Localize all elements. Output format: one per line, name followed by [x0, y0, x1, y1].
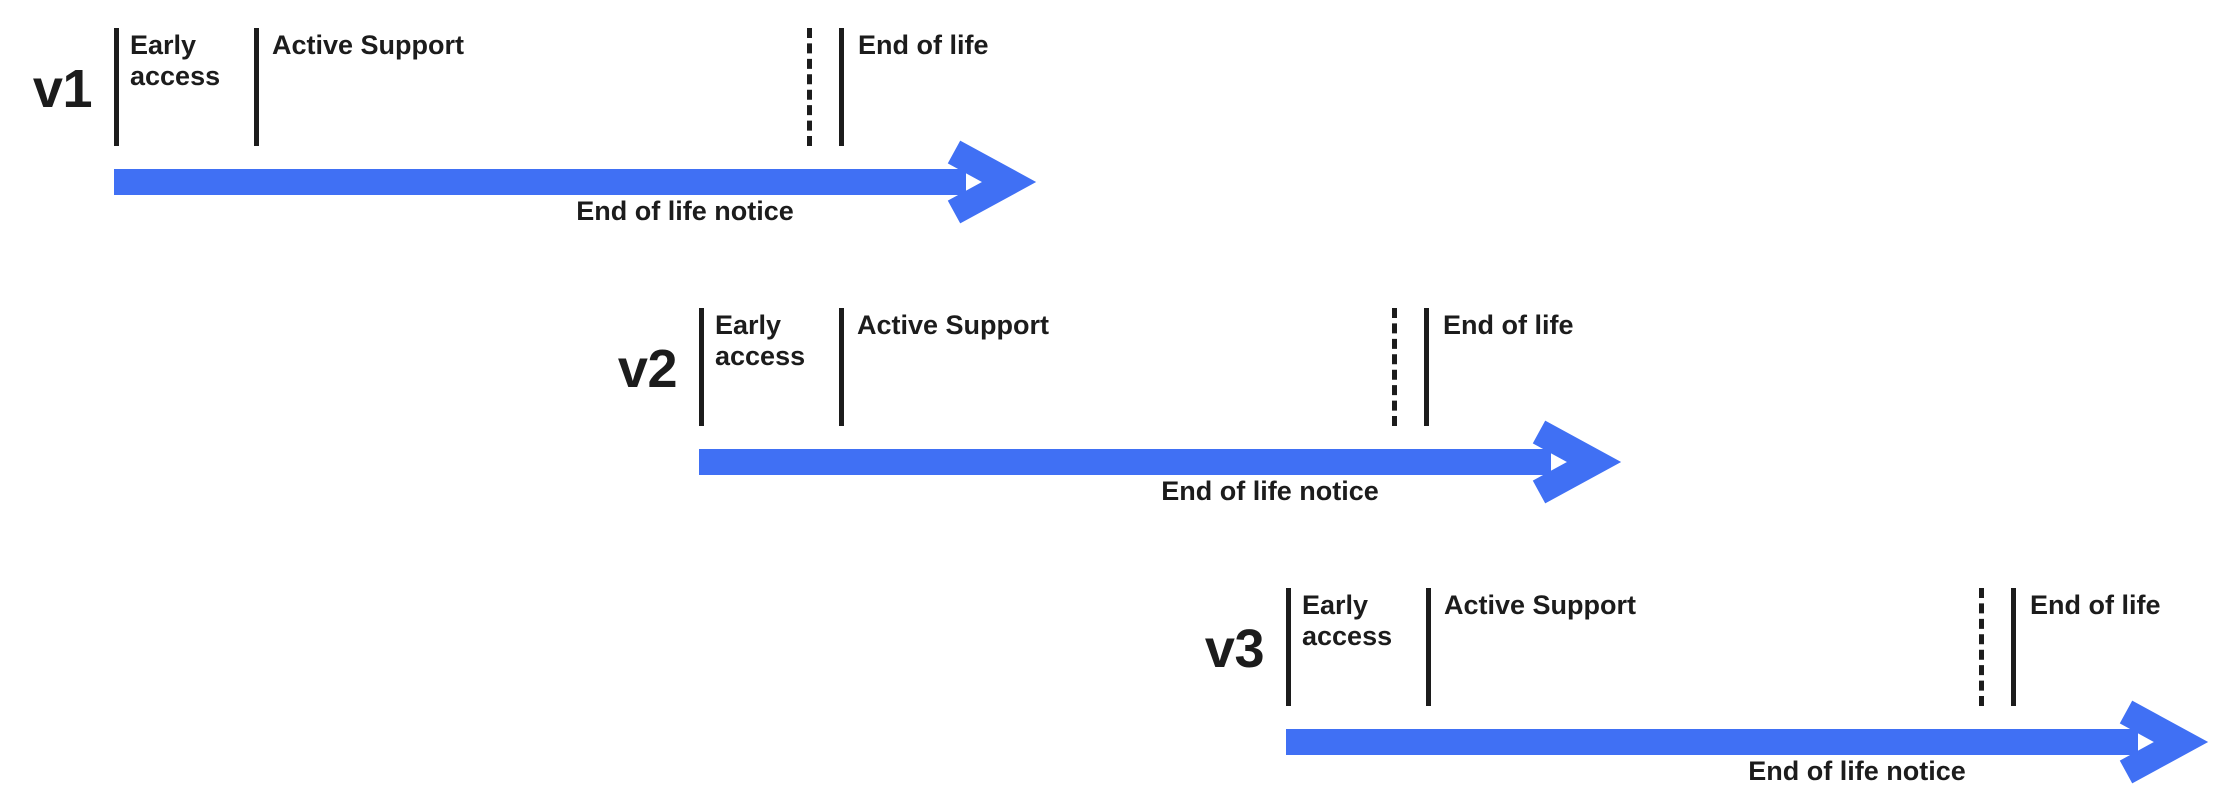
version-label-v1: v1	[32, 59, 93, 119]
tick-early-access-end	[1426, 588, 1431, 706]
phase-label-early-access: Early access	[130, 30, 221, 92]
tick-start	[1286, 588, 1291, 706]
phase-label-end-of-life: End of life	[858, 30, 989, 60]
arrow-head	[2119, 700, 2209, 784]
timeline-arrow	[699, 420, 1622, 504]
version-label-v3: v3	[1204, 619, 1265, 679]
phase-label-end-of-life: End of life	[2030, 590, 2161, 620]
tick-start	[699, 308, 704, 426]
arrow-right-icon	[699, 420, 1622, 504]
tick-end-of-life	[2011, 588, 2016, 706]
arrow-shaft	[699, 449, 1551, 475]
arrow-shaft	[1286, 729, 2138, 755]
end-of-life-notice-label: End of life notice	[576, 196, 794, 226]
phase-label-early-access: Early access	[715, 310, 806, 372]
tick-end-of-life-notice-marker	[807, 28, 812, 146]
arrow-shaft	[114, 169, 966, 195]
arrow-right-icon	[114, 140, 1037, 224]
phase-label-active-support: Active Support	[1444, 590, 1637, 620]
end-of-life-notice-label: End of life notice	[1161, 476, 1379, 506]
tick-end-of-life-notice-marker	[1392, 308, 1397, 426]
arrow-head	[947, 140, 1037, 224]
tick-start	[114, 28, 119, 146]
tick-early-access-end	[254, 28, 259, 146]
phase-label-end-of-life: End of life	[1443, 310, 1574, 340]
timeline-arrow	[114, 140, 1037, 224]
tick-end-of-life	[1424, 308, 1429, 426]
tick-early-access-end	[839, 308, 844, 426]
arrow-right-icon	[1286, 700, 2209, 784]
phase-label-early-access: Early access	[1302, 590, 1393, 652]
version-label-v2: v2	[617, 339, 678, 399]
timeline-arrow	[1286, 700, 2209, 784]
tick-end-of-life-notice-marker	[1979, 588, 1984, 706]
phase-label-active-support: Active Support	[857, 310, 1050, 340]
arrow-head	[1532, 420, 1622, 504]
tick-end-of-life	[839, 28, 844, 146]
phase-label-active-support: Active Support	[272, 30, 465, 60]
end-of-life-notice-label: End of life notice	[1748, 756, 1966, 786]
